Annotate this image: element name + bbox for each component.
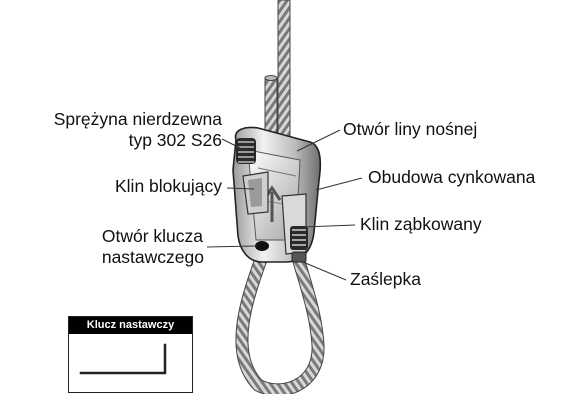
adjusting-key-hole bbox=[255, 241, 269, 251]
serrated-wedge bbox=[282, 194, 308, 254]
label-stainless-spring: Sprężyna nierdzewna typ 302 S26 bbox=[54, 109, 222, 151]
label-serrated-wedge: Klin ząbkowany bbox=[360, 214, 482, 235]
adjusting-key-icon bbox=[79, 343, 179, 379]
label-spring-line1: Sprężyna nierdzewna bbox=[54, 109, 222, 130]
label-key-hole-line1: Otwór klucza bbox=[102, 226, 204, 247]
leader-housing bbox=[316, 178, 362, 190]
adjusting-key-box: Klucz nastawczy bbox=[68, 316, 193, 393]
label-locking-wedge: Klin blokujący bbox=[115, 176, 222, 197]
label-end-cap: Zaślepka bbox=[350, 269, 421, 290]
load-rope-top bbox=[278, 0, 290, 140]
label-spring-line2: typ 302 S26 bbox=[54, 130, 222, 151]
end-cap bbox=[292, 252, 306, 262]
label-key-hole-line2: nastawczego bbox=[102, 247, 204, 268]
label-key-hole: Otwór klucza nastawczego bbox=[102, 226, 204, 268]
adjusting-key-title: Klucz nastawczy bbox=[69, 317, 192, 334]
stainless-spring bbox=[236, 138, 256, 164]
label-housing: Obudowa cynkowana bbox=[368, 167, 535, 188]
label-rope-hole: Otwór liny nośnej bbox=[343, 119, 477, 140]
locking-wedge bbox=[243, 172, 268, 214]
